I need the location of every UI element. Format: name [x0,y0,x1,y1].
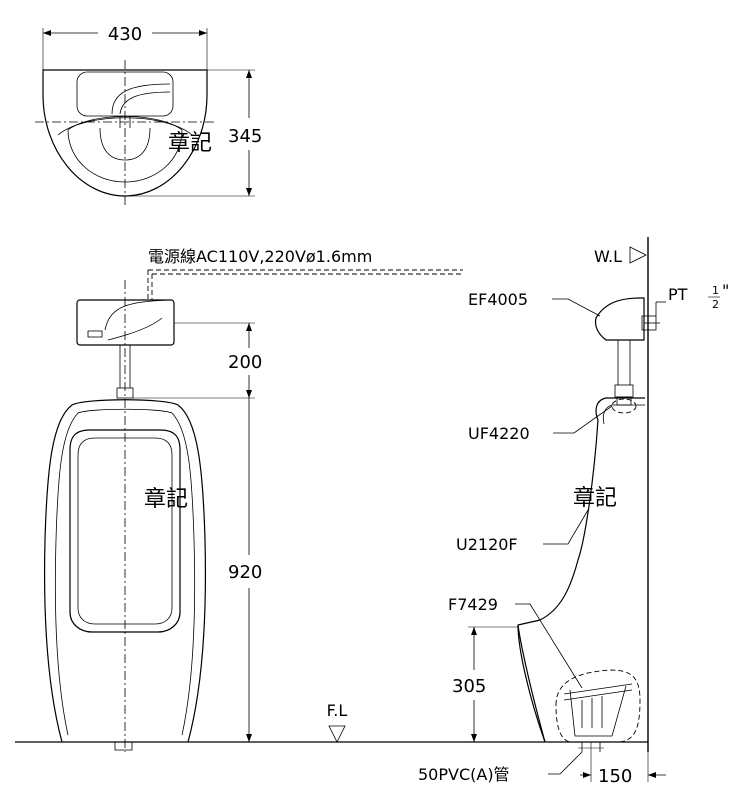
top-mark: 章記 [168,131,212,156]
part-drain-pipe: 50PVC(A)管 [418,765,510,784]
side-urinal-profile [517,397,645,743]
floor-label: F.L [327,701,348,720]
side-mark: 章記 [573,486,617,511]
trap-height-dim: 305 [452,676,486,697]
flush-valve-body [594,297,645,341]
part-spud: UF4220 [468,424,530,443]
water-level-marker [629,246,647,264]
side-view: W.L PT 1 2 " EF4005 U [418,237,729,787]
pipe-thread-den: 2 [712,298,719,311]
trap-housing [555,669,641,743]
front-sensor-window [87,330,103,338]
pipe-thread-num: 1 [712,284,719,297]
floor-marker [328,725,346,743]
front-sensor-unit [76,299,175,346]
front-view: 電源線AC110V,220Vø1.6mm 200 章記 [15,247,648,752]
wall-offset-dim: 150 [598,766,632,787]
sensor-height-dim: 200 [228,352,262,373]
top-bowl-outline [42,69,208,197]
part-flush-valve: EF4005 [468,290,528,309]
part-urinal: U2120F [456,535,518,554]
power-cable-note: 電源線AC110V,220Vø1.6mm [148,247,372,266]
front-bowl-opening [69,429,181,633]
top-view: 430 345 章記 [35,24,262,205]
front-mark: 章記 [144,487,188,512]
front-urinal-body [43,399,207,743]
pipe-thread-unit: " [722,281,729,300]
urinal-height-dim: 920 [228,562,262,583]
top-depth-dim: 345 [228,126,262,147]
top-bowl-inner [67,116,183,183]
pipe-thread-label: PT [668,285,688,304]
top-width-dim: 430 [108,24,142,45]
part-trap: F7429 [448,595,498,614]
water-level-label: W.L [594,247,622,266]
front-urinal-inner-rim [54,408,196,736]
